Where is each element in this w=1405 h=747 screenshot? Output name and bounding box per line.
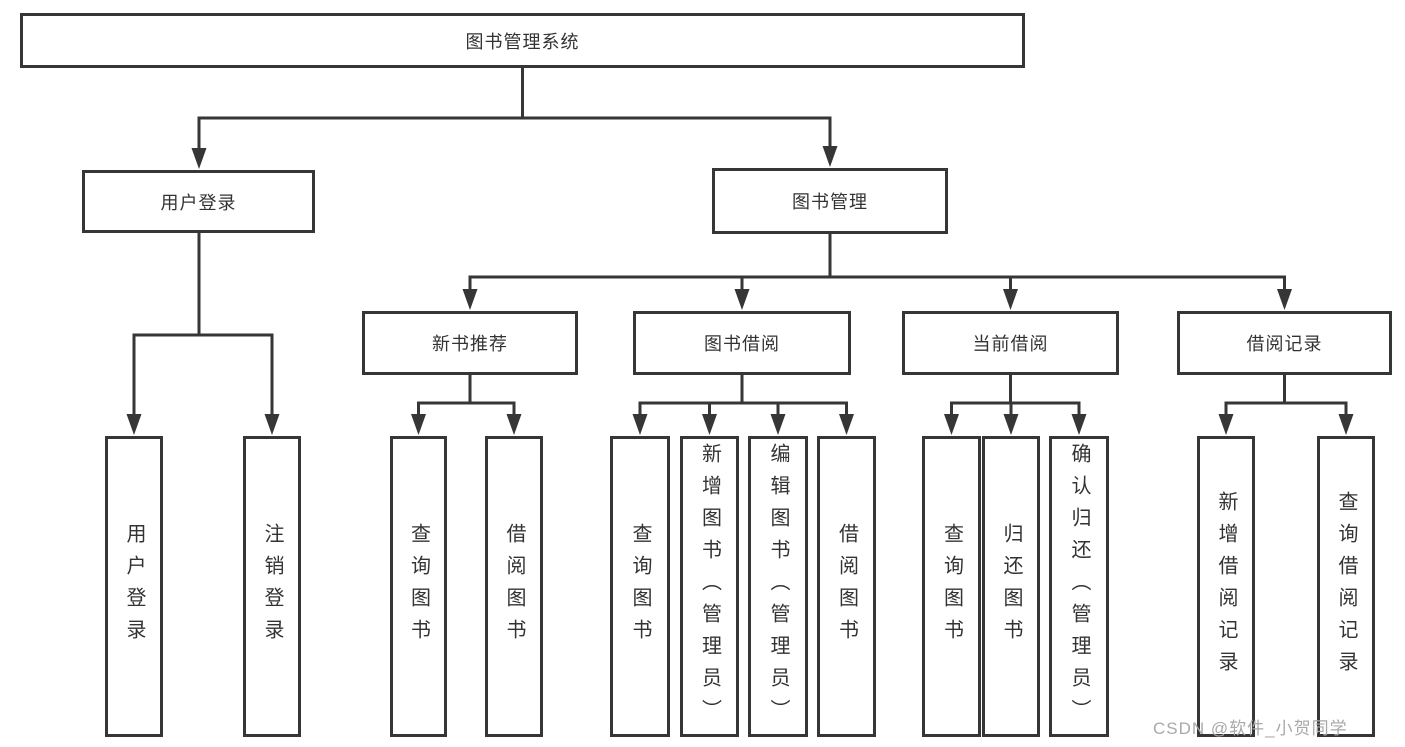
arrow-to-leaf-nbr-borrow [506, 414, 522, 435]
node-label: 查询借阅记录 [1335, 490, 1357, 683]
arrow-to-leaf-nbr-query [411, 414, 426, 435]
node-label: 注销登录 [261, 522, 283, 651]
node-book-management: 图书管理 [712, 168, 948, 234]
node-label: 图书管理系统 [465, 31, 580, 52]
node-borrowing-records: 借阅记录 [1177, 311, 1392, 375]
node-label: 新增借阅记录 [1215, 490, 1237, 683]
arrow-to-leaf-cb-confirm [1071, 414, 1087, 435]
arrow-to-leaf-bb-borrow [839, 414, 854, 435]
node-label: 归还图书 [1000, 522, 1022, 651]
arrow-to-borrow-records [1277, 289, 1292, 310]
node-user-login: 用户登录 [82, 170, 315, 233]
arrow-to-leaf-br-add [1218, 414, 1234, 435]
leaf-query-books-borrowing: 查询图书 [610, 436, 670, 737]
connector-bookmgmt-to-level3 [468, 234, 1286, 292]
connector-currentborrow-to-children [950, 375, 1081, 416]
arrow-to-leaf-user-login [126, 414, 142, 435]
arrow-to-leaf-cb-return [1003, 414, 1019, 435]
connector-userlogin-to-children [132, 233, 274, 416]
node-label: 图书借阅 [704, 334, 780, 354]
node-book-borrowing: 图书借阅 [633, 311, 851, 375]
node-label: 用户登录 [123, 522, 145, 651]
node-label: 编辑图书（管理员） [767, 442, 789, 731]
arrow-to-leaf-cb-query [944, 414, 959, 435]
node-new-book-recommend: 新书推荐 [362, 311, 578, 375]
leaf-query-books-recommend: 查询图书 [390, 436, 447, 737]
connector-newbookrec-to-children [417, 375, 516, 416]
node-label: 确认归还（管理员） [1068, 442, 1090, 731]
leaf-add-books-admin: 新增图书（管理员） [680, 436, 739, 737]
leaf-query-books-current: 查询图书 [922, 436, 981, 737]
arrowheads [126, 146, 1354, 435]
node-label: 当前借阅 [972, 334, 1049, 354]
leaf-add-borrow-record: 新增借阅记录 [1197, 436, 1255, 737]
connector-bookborrow-to-children [638, 375, 848, 416]
leaf-return-books: 归还图书 [982, 436, 1040, 737]
csdn-watermark: CSDN @软件_小贺同学 [1153, 719, 1348, 738]
node-label: 图书管理 [792, 192, 868, 212]
arrow-to-current-borrow [1003, 289, 1018, 310]
node-label: 借阅图书 [503, 522, 525, 651]
leaf-confirm-return-admin: 确认归还（管理员） [1049, 436, 1109, 737]
arrow-to-user-login [191, 148, 207, 169]
leaf-logout: 注销登录 [243, 436, 301, 737]
arrow-to-leaf-bb-edit [770, 414, 786, 435]
node-label: 新书推荐 [432, 334, 508, 354]
arrow-to-leaf-logout [264, 414, 280, 435]
arrow-to-book-mgmt [822, 146, 838, 167]
node-label: 查询图书 [407, 522, 430, 651]
arrow-to-leaf-bb-add [702, 414, 717, 435]
node-current-borrowing: 当前借阅 [902, 311, 1119, 375]
node-label: 借阅记录 [1246, 334, 1323, 354]
node-label: 查询图书 [940, 522, 963, 651]
leaf-user-login: 用户登录 [105, 436, 163, 737]
node-label: 借阅图书 [835, 522, 858, 651]
arrow-to-leaf-br-query [1338, 414, 1354, 435]
connector-borrowrecords-to-children [1224, 375, 1348, 416]
node-library-management-system: 图书管理系统 [20, 13, 1025, 68]
connector-root-to-level2 [197, 68, 832, 150]
node-label: 用户登录 [160, 192, 237, 213]
arrow-to-new-book-rec [462, 289, 478, 310]
leaf-query-borrow-record: 查询借阅记录 [1317, 436, 1375, 737]
arrow-to-book-borrow [734, 289, 750, 310]
leaf-borrow-books-recommend: 借阅图书 [485, 436, 543, 737]
leaf-borrow-books: 借阅图书 [817, 436, 876, 737]
node-label: 查询图书 [629, 522, 651, 651]
node-label: 新增图书（管理员） [698, 442, 721, 731]
leaf-edit-books-admin: 编辑图书（管理员） [748, 436, 808, 737]
arrow-to-leaf-bb-query [632, 414, 648, 435]
